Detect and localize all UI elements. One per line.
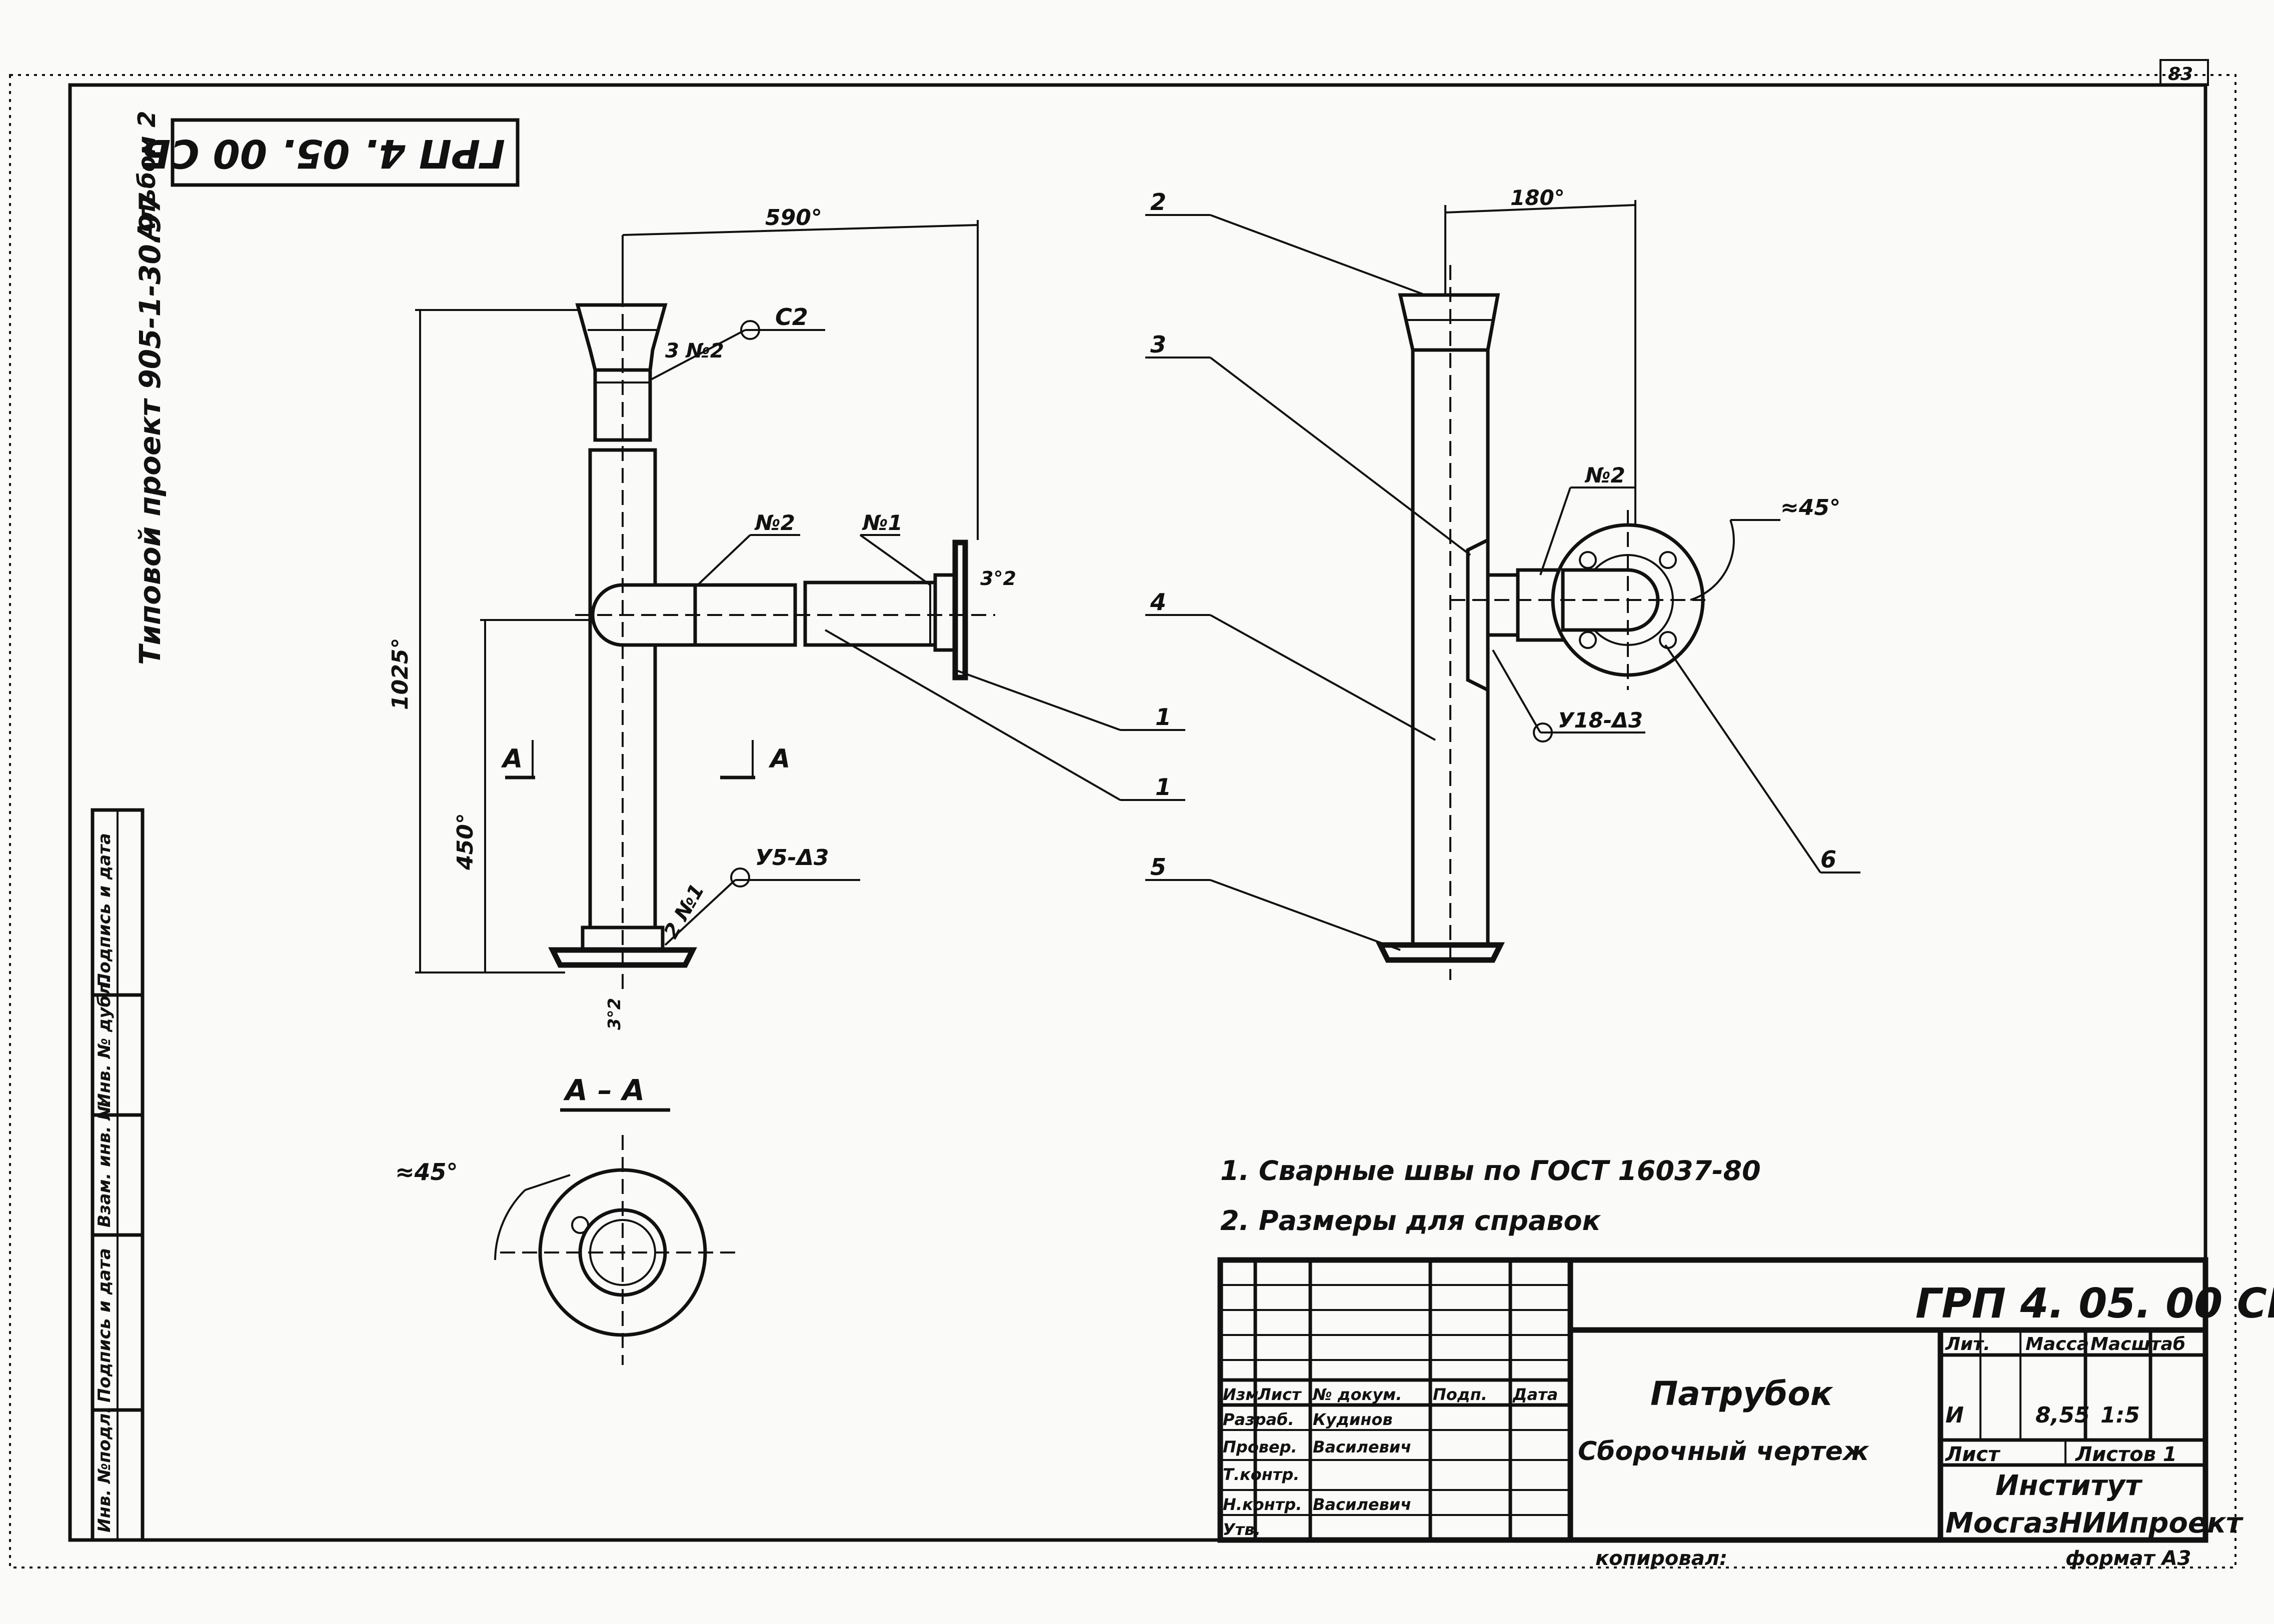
sheet-edge <box>9 74 2236 1568</box>
side-angle: ≈45° <box>1780 495 1840 520</box>
tb-scale-value: 1:5 <box>2100 1402 2140 1428</box>
code-stamp-rotated: ГРП 4. 05. 00 СБ <box>141 130 505 176</box>
outer-border <box>68 83 2207 1542</box>
tb-role-2: Провер. <box>1223 1438 1297 1456</box>
note-1: 1. Сварные швы по ГОСТ 16037-80 <box>1220 1155 1761 1186</box>
tb-person-1: Кудинов <box>1313 1410 1393 1429</box>
front-weld-top: 3 №2 <box>665 340 724 362</box>
side-col-2: Подпись и дата <box>95 1248 115 1402</box>
front-dim-height: 1025° <box>388 638 413 710</box>
section-mark-left: А <box>501 744 523 774</box>
tb-header-list: Лист <box>1257 1385 1302 1404</box>
tb-role-3: Т.контр. <box>1223 1465 1299 1484</box>
tb-sheets-label: Листов 1 <box>2075 1443 2177 1466</box>
tb-header-sign: Подп. <box>1433 1385 1487 1404</box>
callout-6: 6 <box>1820 846 1836 873</box>
callout-5-side: 5 <box>1150 854 1166 880</box>
side-col-3: Взам. инв. № <box>95 1100 115 1228</box>
front-weld-branch-2: №1 <box>862 510 903 535</box>
side-stamp: Инв. №подл. Подпись и дата Взам. инв. № … <box>91 808 145 1542</box>
section-title: А – А <box>563 1073 645 1107</box>
corner-number-box <box>2159 59 2209 86</box>
front-weld-flange: 3°2 <box>980 568 1016 590</box>
side-col-5: Подпись и дата <box>95 833 115 988</box>
front-weld-bottom-symbol: У5-Δ3 <box>755 845 829 870</box>
copied-label: копировал: <box>1595 1547 1727 1570</box>
front-dim-width: 590° <box>765 205 822 230</box>
tb-mass-value: 8,55 <box>2035 1402 2090 1428</box>
tb-designation: ГРП 4. 05. 00 СБ <box>1915 1280 2274 1328</box>
front-dim-branch-height: 450° <box>453 813 478 870</box>
tb-header-docno: № докум. <box>1312 1385 1402 1404</box>
section-mark-right: А <box>768 744 790 774</box>
note-2: 2. Размеры для справок <box>1220 1205 1601 1236</box>
side-weld-note: №2 <box>1584 463 1625 488</box>
section-angle: ≈45° <box>395 1158 458 1186</box>
callout-3: 3 <box>1150 331 1166 358</box>
tb-org-line2: МосгазНИИпроект <box>1945 1507 2244 1540</box>
section-aa: А – А ≈45° <box>395 1073 740 1365</box>
project-label: Типовой проект 905-1-30.97 <box>133 192 167 665</box>
tb-role-1: Разраб. <box>1223 1410 1294 1429</box>
tb-name: Патрубок <box>1650 1374 1834 1413</box>
tb-person-2: Василевич <box>1313 1438 1411 1456</box>
front-weld-top-symbol: С2 <box>775 304 808 330</box>
front-weld-bottom-dim: 3°2 <box>605 998 625 1030</box>
corner-number: 83 <box>2168 64 2193 84</box>
callout-4: 4 <box>1150 588 1166 616</box>
tb-role-5: Утв. <box>1223 1520 1261 1539</box>
tb-role-4: Н.контр. <box>1223 1495 1302 1514</box>
tb-lit-label: Лит. <box>1945 1334 1990 1354</box>
side-col-4: Инв. № дубл. <box>95 976 115 1108</box>
side-weld-symbol: У18-Δ3 <box>1558 708 1643 732</box>
tb-sheet-label: Лист <box>1945 1443 2001 1466</box>
code-stamp-box <box>171 118 520 187</box>
tb-org-line1: Институт <box>1995 1470 2143 1502</box>
tb-scale-label: Масштаб <box>2090 1334 2185 1354</box>
callout-1: 1 <box>1155 774 1171 800</box>
callout-2: 2 <box>1150 188 1166 216</box>
title-block: Изм Лист № докум. Подп. Дата Разраб. Куд… <box>1217 1257 2274 1543</box>
tb-mass-label: Масса <box>2025 1334 2089 1354</box>
front-view: 590° 1025° 450° 3 № <box>388 205 1016 1030</box>
callout-5-front: 1 <box>1155 704 1171 730</box>
side-view: 180° ≈45° №2 У18-Δ3 <box>1376 186 1840 980</box>
tb-header-izm: Изм <box>1223 1385 1259 1404</box>
tb-person-4: Василевич <box>1313 1495 1411 1514</box>
tb-doc-type: Сборочный чертеж <box>1578 1436 1869 1466</box>
tb-lit-value: И <box>1945 1402 1964 1428</box>
side-dim-width: 180° <box>1510 186 1565 210</box>
front-weld-branch-1: №2 <box>754 510 795 535</box>
tb-header-date: Дата <box>1512 1385 1558 1404</box>
side-col-1: Инв. №подл. <box>95 1407 115 1532</box>
format-label: формат А3 <box>2065 1547 2191 1570</box>
album-label: Альбом 2 <box>133 111 161 242</box>
